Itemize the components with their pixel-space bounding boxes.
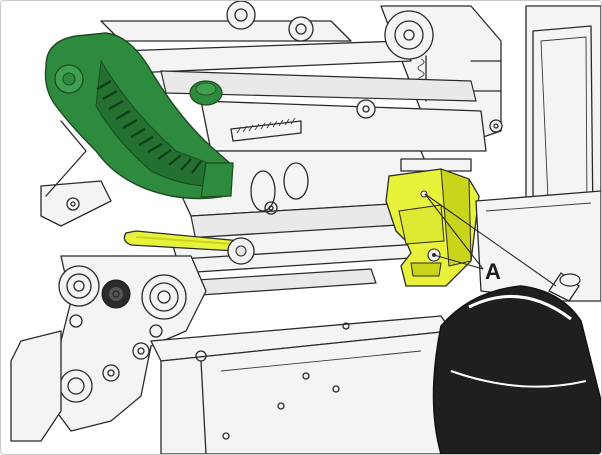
chassis-base — [10, 315, 452, 454]
left-side-plate — [55, 255, 207, 432]
spray-direction-line — [424, 193, 557, 287]
right-lower-housing — [475, 190, 601, 302]
yellow-bearing-block — [385, 168, 480, 287]
green-lever — [44, 32, 234, 200]
upper-mechanism — [100, 1, 503, 152]
left-bracket — [40, 120, 112, 227]
yellow-lever — [123, 230, 255, 265]
callout-label-a: A — [485, 259, 501, 284]
callout-a: A — [424, 193, 557, 287]
callout-leader-lower — [433, 254, 484, 270]
spray-can-icon — [432, 272, 601, 454]
callout-leader-upper — [424, 193, 484, 270]
